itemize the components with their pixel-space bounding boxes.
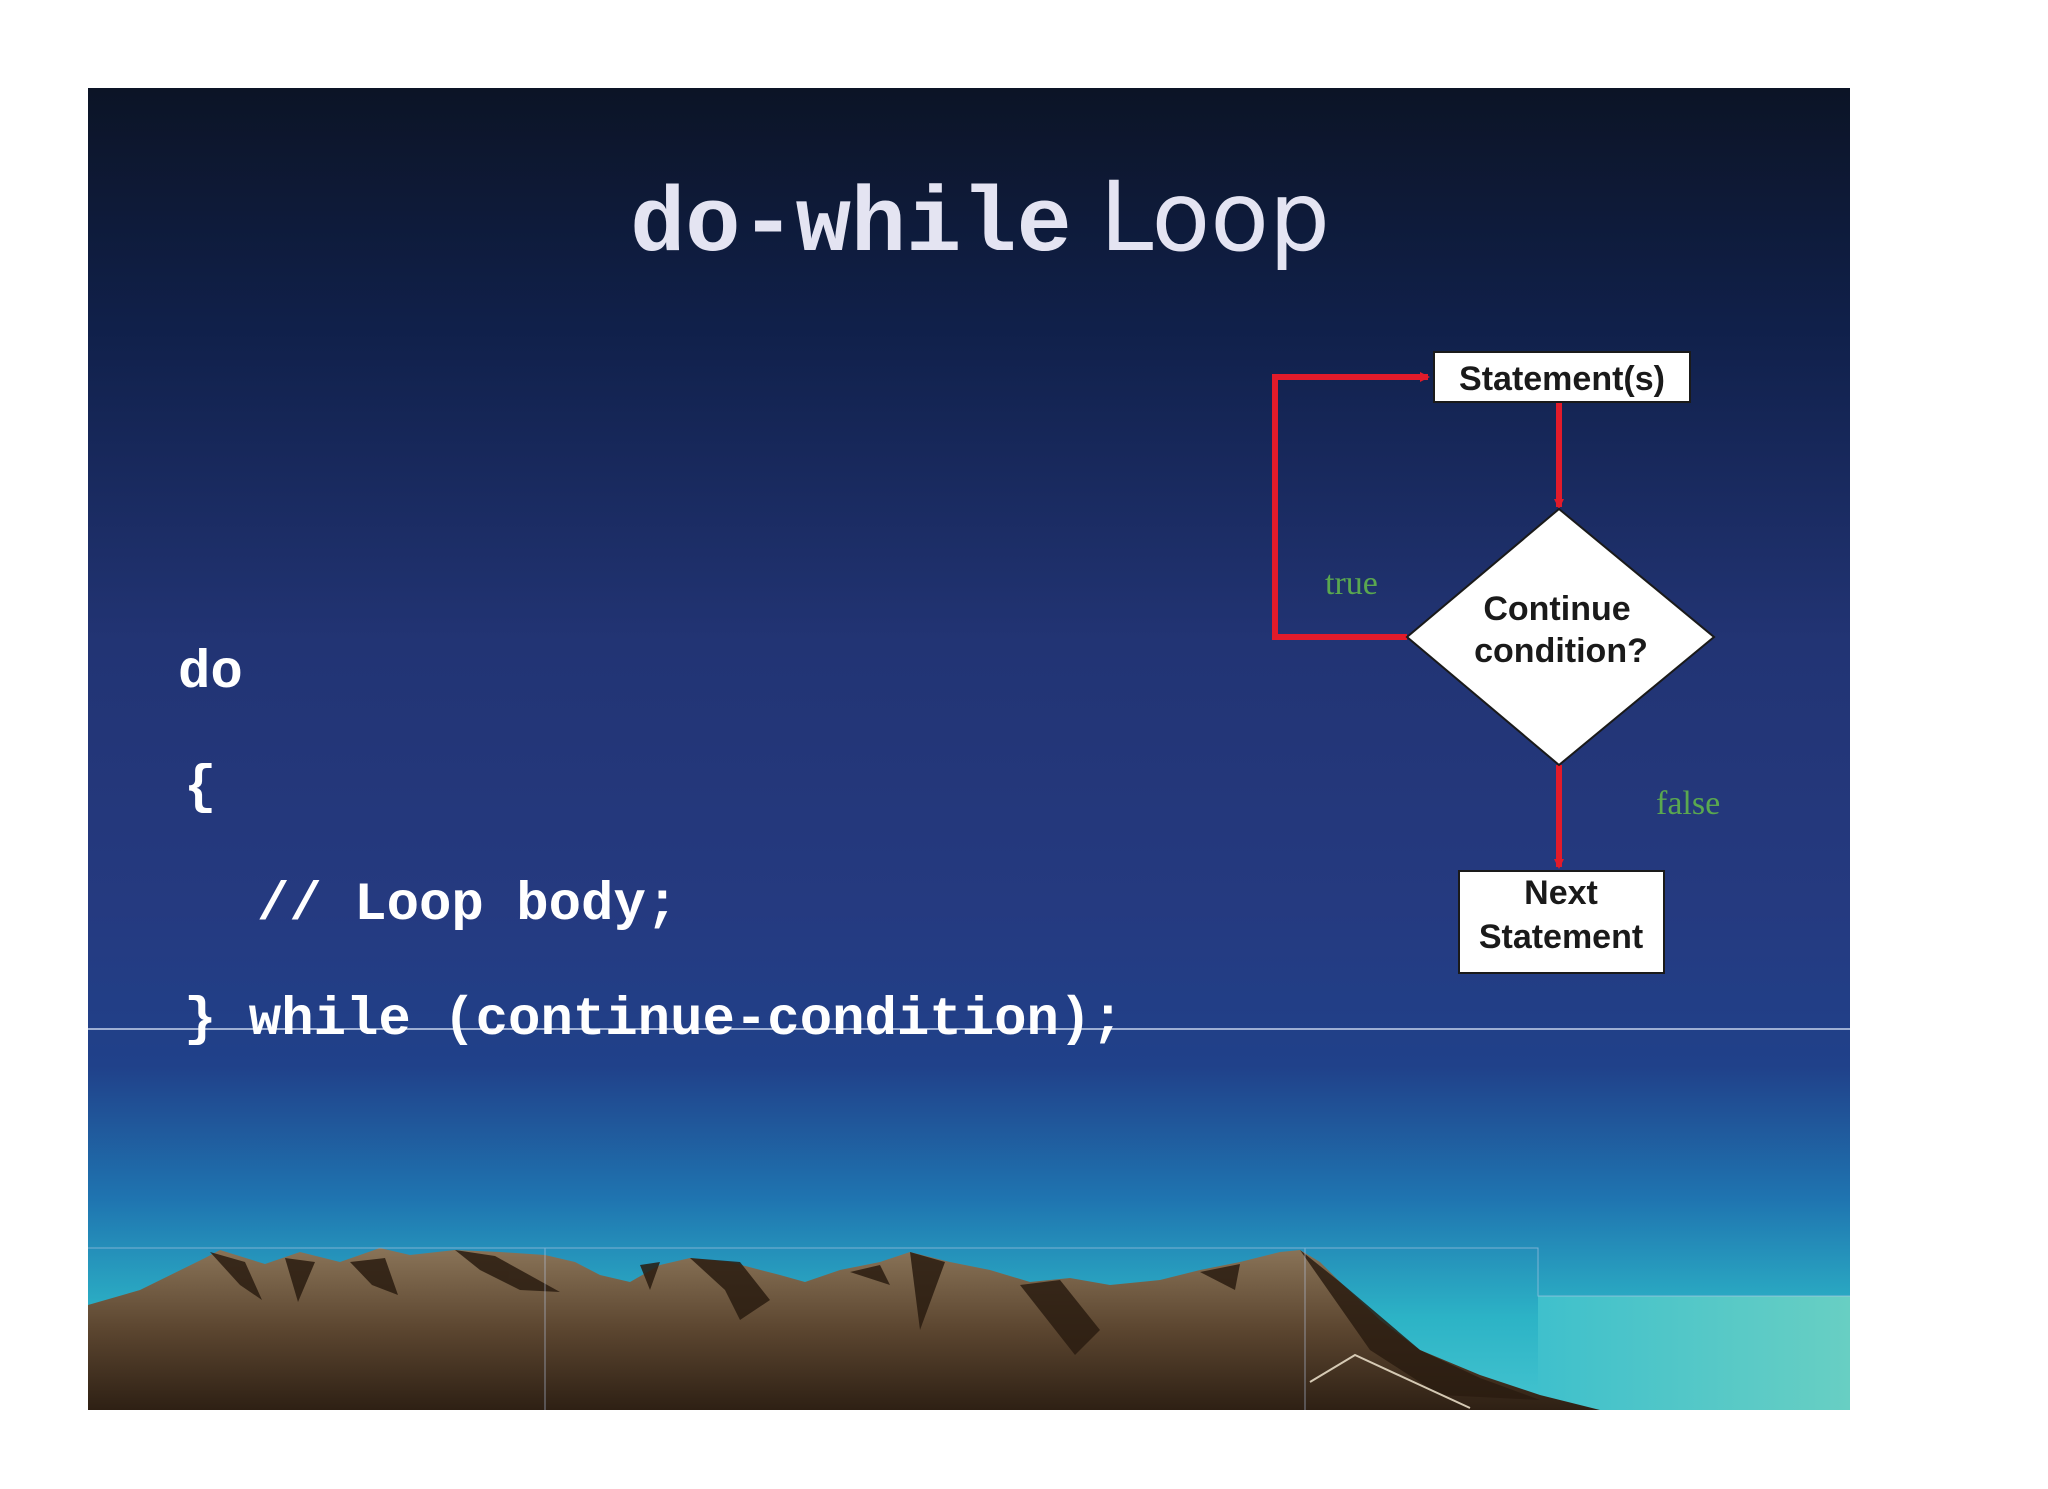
condition-label-line2: condition? xyxy=(1474,632,1648,670)
slide-background xyxy=(88,88,1850,1410)
next-label-line1: Next xyxy=(1524,874,1598,912)
code-line-loop-body: // Loop body; xyxy=(257,875,678,936)
statements-node: Statement(s) xyxy=(1433,351,1691,403)
title-code-part: do-while xyxy=(630,173,1072,278)
mountain-range xyxy=(88,1248,1600,1410)
mountain-highlights xyxy=(1309,1353,1471,1409)
flowchart: Statement(s) Continue condition? Next St… xyxy=(1272,351,1720,974)
mountain-shadows xyxy=(210,1250,1540,1400)
arrow-true-loop-back xyxy=(1272,372,1430,640)
title-text-part: Loop xyxy=(1100,161,1330,273)
next-label-line2: Statement xyxy=(1479,918,1643,956)
panel-seams xyxy=(88,1247,1850,1410)
condition-label-line1: Continue xyxy=(1483,590,1630,628)
condition-node: Continue condition? xyxy=(1405,507,1716,767)
false-edge-label: false xyxy=(1656,785,1720,822)
code-line-do: do xyxy=(178,643,243,704)
statements-label: Statement(s) xyxy=(1459,360,1665,398)
slide-title: do-while Loop xyxy=(630,161,1330,278)
next-statement-node: Next Statement xyxy=(1458,870,1665,974)
sea-strip xyxy=(1538,1296,1850,1410)
code-line-open-brace: { xyxy=(184,758,216,819)
code-line-while: } while (continue-condition); xyxy=(184,990,1124,1051)
true-edge-label: true xyxy=(1325,565,1378,602)
code-block: do { // Loop body; } while (continue-con… xyxy=(178,643,1124,1051)
sky-background xyxy=(88,88,1850,1410)
